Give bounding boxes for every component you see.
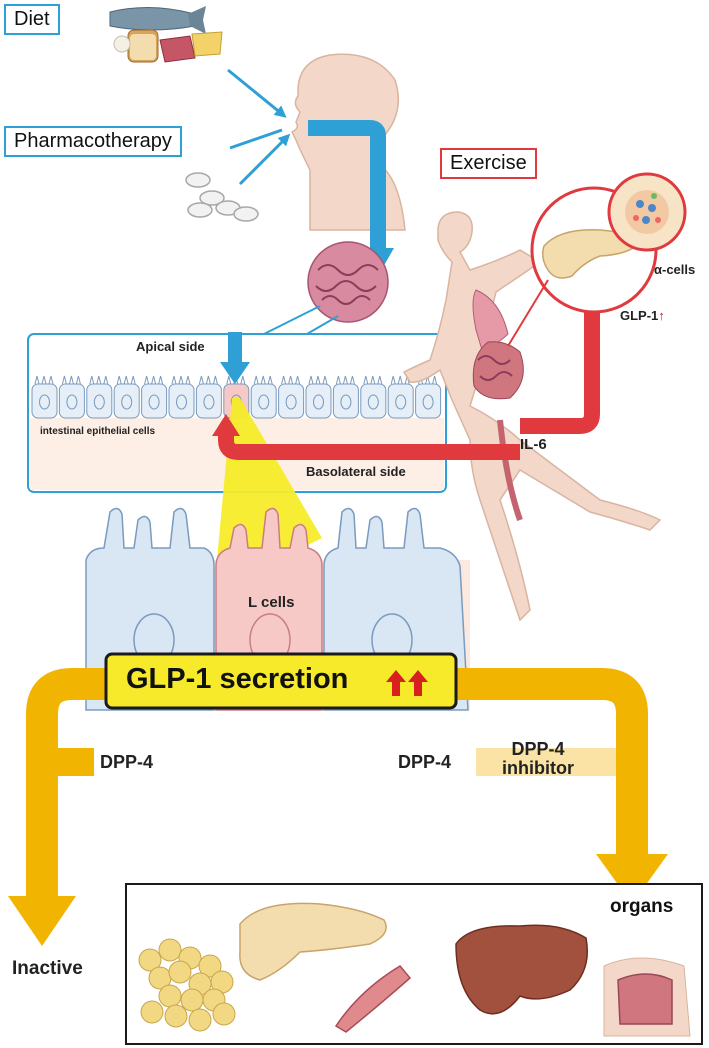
apical-arrow-head <box>220 362 250 384</box>
islet-icon <box>625 190 669 234</box>
epithelial-cell <box>141 375 168 419</box>
inactive-label: Inactive <box>12 958 83 979</box>
pancreas-icon <box>541 229 641 279</box>
pancreas-organ-icon <box>239 902 387 981</box>
up-arrow-icon: ↑ <box>658 308 665 323</box>
epithelial-cell <box>332 375 359 419</box>
dpp4-inhibitor-line1: DPP-4 <box>511 739 565 759</box>
zoom-line <box>259 305 321 337</box>
dpp4-inhibitor-line2: inhibitor <box>502 758 574 778</box>
glp1-secretion-box <box>104 652 458 710</box>
dpp4-left-block <box>50 748 94 776</box>
exercise-label: Exercise <box>440 148 537 179</box>
epithelial-cell <box>360 375 387 419</box>
ingestion-path <box>308 120 386 252</box>
l-cells-label: L cells <box>248 594 295 611</box>
epithelial-cell <box>387 375 414 419</box>
organs-label: organs <box>610 896 674 917</box>
intestine-icon <box>307 241 389 323</box>
diet-label: Diet <box>4 4 60 35</box>
glp1-text: GLP-1 <box>620 308 659 323</box>
double-up-arrow-icon <box>386 670 428 696</box>
inactivation-path <box>26 668 114 900</box>
apical-side-label: Apical side <box>136 339 205 354</box>
dpp4-inhibitor-block <box>476 748 616 776</box>
activation-path <box>452 668 648 858</box>
epithelial-cell <box>58 375 85 419</box>
il6-label: IL-6 <box>520 436 547 453</box>
apical-arrow-shaft <box>228 332 242 364</box>
diet-arrow <box>227 68 287 118</box>
alpha-cells-label: α-cells <box>654 262 696 277</box>
il6-arrowhead <box>212 414 240 436</box>
epithelial-cells-label: intestinal epithelial cells <box>40 426 156 437</box>
glp1-path <box>520 284 600 434</box>
human-head-icon <box>290 53 406 231</box>
inactivation-arrowhead <box>8 896 76 946</box>
food-icon <box>109 6 223 63</box>
runner-icon <box>402 211 662 622</box>
epithelial-cell <box>31 375 58 419</box>
epithelial-cell <box>168 375 195 419</box>
il6-path-turn <box>218 432 239 460</box>
pharmacotherapy-arrow <box>238 133 291 186</box>
epithelial-cell <box>113 375 140 419</box>
pancreas-zoom-line <box>507 279 549 347</box>
epithelial-cell <box>195 375 222 419</box>
dpp4-inhibitor-label: DPP-4 inhibitor <box>502 740 574 778</box>
liver-icon <box>455 924 588 1015</box>
pills-icon <box>185 172 259 222</box>
basolateral-side-label: Basolateral side <box>306 464 406 479</box>
pharmacotherapy-label: Pharmacotherapy <box>4 126 182 157</box>
epithelial-cell-row <box>31 375 442 419</box>
epithelial-cell <box>250 375 277 419</box>
glp1-label: GLP-1↑ <box>620 308 665 323</box>
colon-icon <box>603 957 691 1037</box>
dpp4-left-label: DPP-4 <box>100 752 154 772</box>
glp1-secretion-label: GLP-1 secretion <box>126 663 349 695</box>
activation-arrowhead <box>596 854 668 904</box>
epithelial-cell <box>278 375 305 419</box>
muscle-icon <box>334 965 412 1033</box>
dpp4-right-label: DPP-4 <box>398 752 452 772</box>
pharmacotherapy-arrow-2 <box>229 128 283 150</box>
fat-cells-icon <box>138 938 236 1032</box>
epithelial-cell <box>86 375 113 419</box>
epithelial-cell <box>305 375 332 419</box>
